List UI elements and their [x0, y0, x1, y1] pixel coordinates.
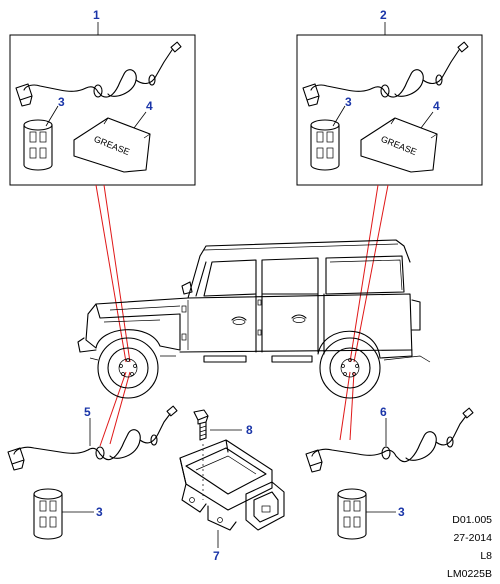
callout-3-left: 3 — [58, 95, 65, 109]
callout-8: 8 — [246, 423, 253, 437]
sensor-sleeve-bottom-right — [337, 488, 396, 540]
vehicle-illustration — [77, 239, 431, 399]
abs-sensor-rear — [305, 407, 474, 473]
bolt — [193, 409, 242, 500]
callout-6: 6 — [380, 405, 387, 419]
callout-4-left: 4 — [146, 99, 153, 113]
reference-date: 27-2014 — [453, 532, 492, 544]
callout-7: 7 — [213, 549, 220, 563]
abs-module — [179, 439, 285, 548]
callout-2: 2 — [380, 8, 387, 22]
sensor-sleeve-bottom-left — [33, 488, 94, 540]
grease-sachet-right: GREASE — [360, 117, 438, 173]
callout-3-bottom-right: 3 — [398, 505, 405, 519]
sensor-sleeve-left — [23, 119, 53, 171]
reference-code: D01.005 — [452, 514, 492, 526]
inset-box-right: GREASE — [296, 22, 483, 186]
callout-4-right: 4 — [433, 99, 440, 113]
inset-box-left: GREASE — [9, 22, 196, 186]
abs-sensor-front — [7, 405, 178, 471]
reference-l8: L8 — [480, 550, 492, 562]
grease-label-left: GREASE — [93, 134, 132, 157]
callout-3-right: 3 — [345, 95, 352, 109]
sensor-sleeve-right — [310, 119, 340, 171]
callout-5: 5 — [84, 405, 91, 419]
grease-sachet-left: GREASE — [73, 117, 151, 173]
callout-3-bottom-left: 3 — [96, 505, 103, 519]
callout-1: 1 — [93, 8, 100, 22]
drawing-reference: D01.005 27-2014 L8 LM0225B — [447, 514, 492, 581]
reference-lm-number: LM0225B — [447, 568, 492, 580]
grease-label-right: GREASE — [380, 134, 419, 157]
